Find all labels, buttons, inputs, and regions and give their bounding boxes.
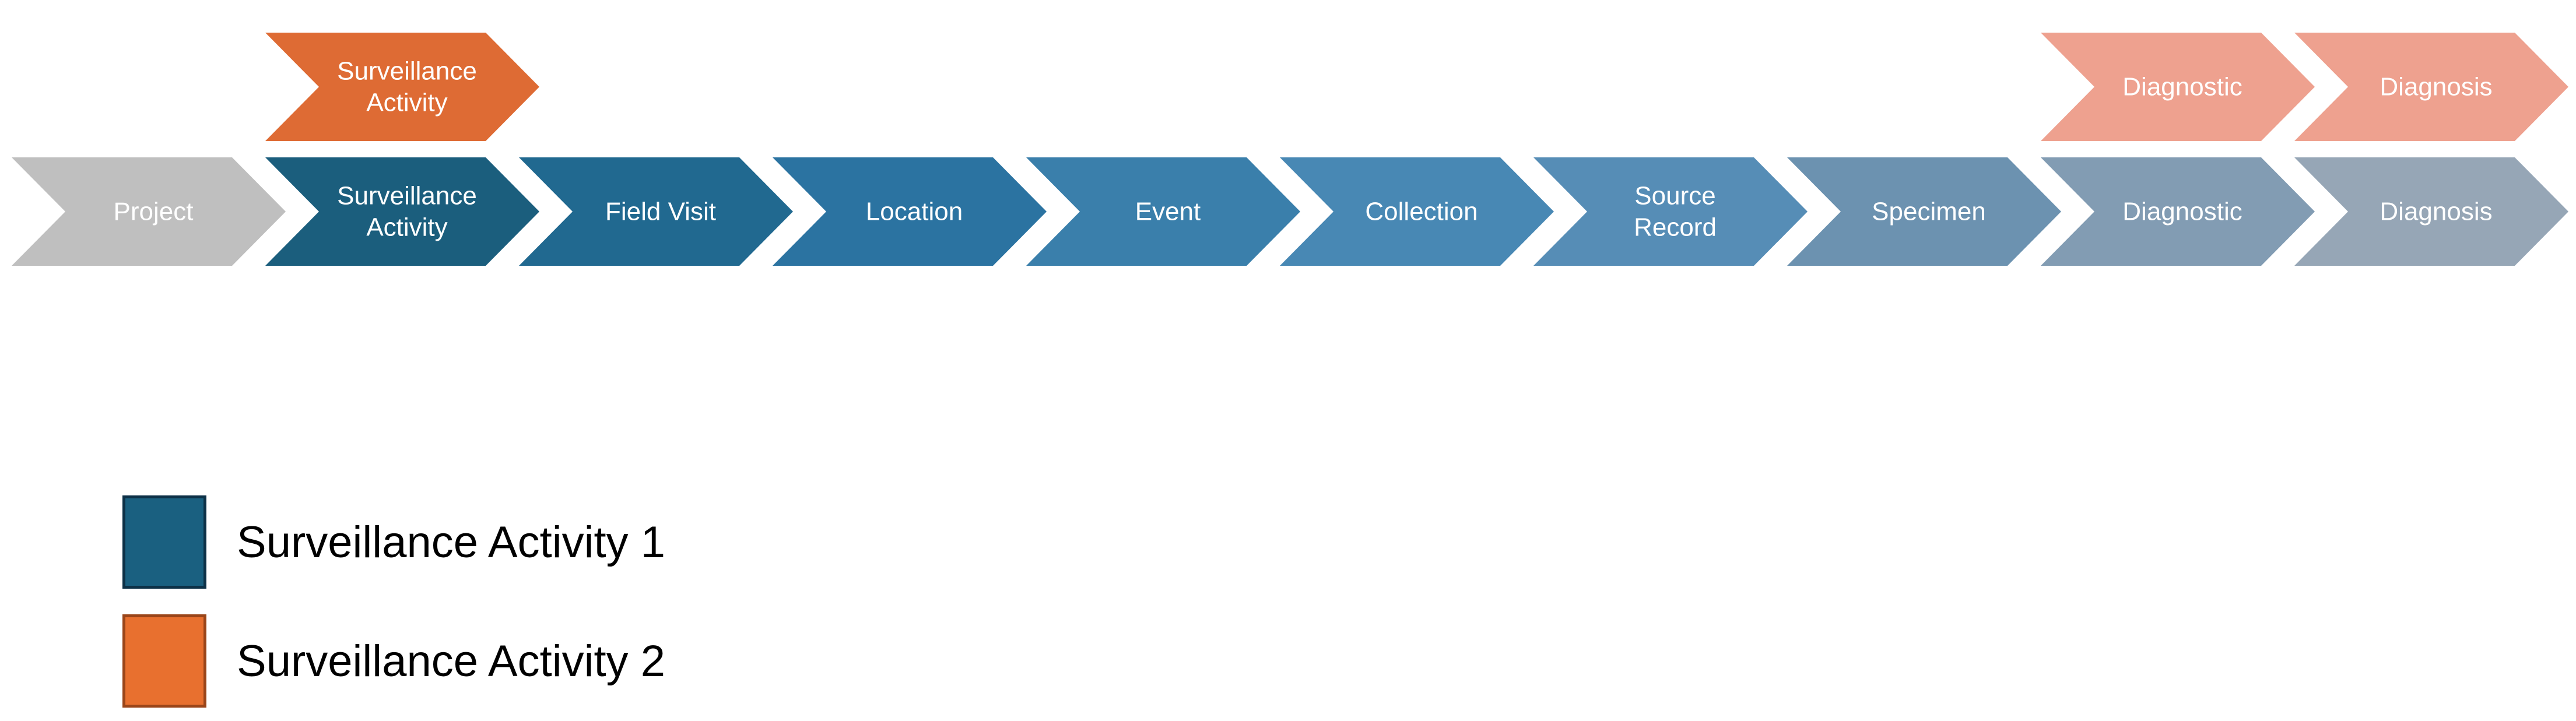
step-diagnosis-shape: [2294, 157, 2568, 266]
step-event-shape: [1026, 157, 1300, 266]
step-diagnosis: Diagnosis: [2294, 157, 2568, 266]
legend-swatch-activity-2: [122, 614, 206, 708]
step-surveillance-activity-label: Activity: [366, 213, 447, 242]
step-specimen: Specimen: [1787, 157, 2061, 266]
legend-label-activity-2: Surveillance Activity 2: [237, 636, 665, 686]
step-event: Event: [1026, 157, 1300, 266]
legend-item-activity-1: Surveillance Activity 1: [122, 495, 665, 589]
step-project: Project: [12, 157, 286, 266]
step-location-label: Location: [866, 198, 963, 226]
step-activity-2-surveillance-activity-label: Surveillance: [337, 57, 477, 86]
step-diagnostic-label: Diagnostic: [2122, 198, 2242, 226]
step-activity-2-surveillance-activity-shape: [265, 33, 539, 141]
step-surveillance-activity-shape: [265, 157, 539, 266]
step-diagnostic-shape: [2041, 157, 2315, 266]
step-specimen-shape: [1787, 157, 2061, 266]
step-field-visit: Field Visit: [519, 157, 793, 266]
legend-swatch-activity-1: [122, 495, 206, 589]
step-surveillance-activity-label: Surveillance: [337, 182, 477, 210]
step-collection: Collection: [1280, 157, 1554, 266]
step-location: Location: [773, 157, 1047, 266]
step-field-visit-label: Field Visit: [605, 198, 716, 226]
step-specimen-label: Specimen: [1872, 198, 1986, 226]
step-activity-2-diagnostic-label: Diagnostic: [2122, 73, 2242, 101]
legend-label-activity-1: Surveillance Activity 1: [237, 517, 665, 567]
step-collection-label: Collection: [1365, 198, 1477, 226]
step-activity-2-surveillance-activity-label: Activity: [366, 89, 447, 117]
step-project-shape: [12, 157, 286, 266]
step-activity-2-diagnosis-label: Diagnosis: [2380, 73, 2492, 101]
step-diagnosis-label: Diagnosis: [2380, 198, 2492, 226]
step-field-visit-shape: [519, 157, 793, 266]
step-activity-2-diagnostic: Diagnostic: [2041, 33, 2315, 141]
step-source-record-shape: [1533, 157, 1808, 266]
step-source-record-label: Record: [1634, 213, 1717, 242]
step-diagnostic: Diagnostic: [2041, 157, 2315, 266]
step-activity-2-diagnostic-shape: [2041, 33, 2315, 141]
step-activity-2-diagnosis: Diagnosis: [2294, 33, 2568, 141]
step-source-record-label: Source: [1634, 182, 1715, 210]
step-event-label: Event: [1135, 198, 1201, 226]
legend-item-activity-2: Surveillance Activity 2: [122, 614, 665, 708]
step-collection-shape: [1280, 157, 1554, 266]
step-activity-2-diagnosis-shape: [2294, 33, 2568, 141]
step-location-shape: [773, 157, 1047, 266]
step-project-label: Project: [114, 198, 194, 226]
